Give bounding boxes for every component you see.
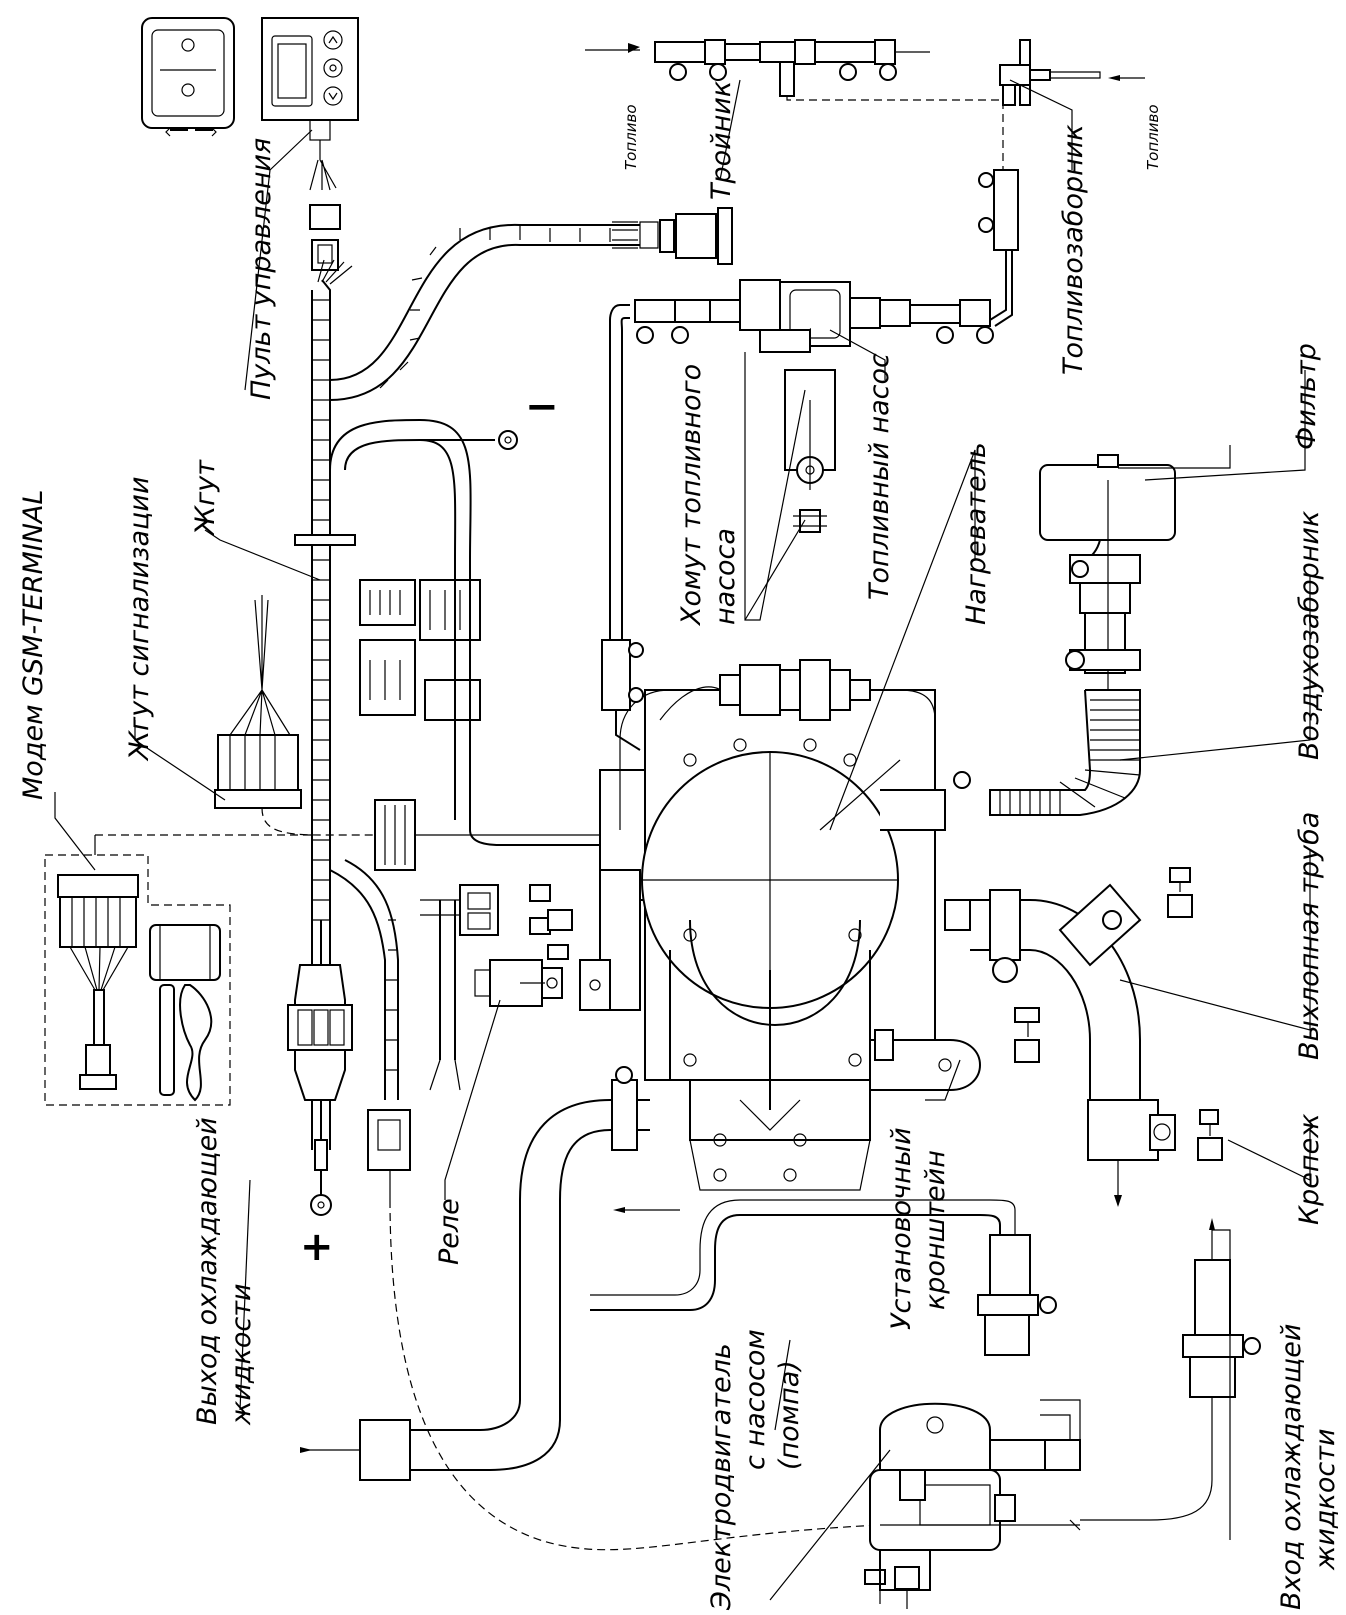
label-coolant-out-2: жидкости	[226, 1284, 257, 1427]
fuel-tee	[585, 39, 1004, 170]
label-fuel-pump: Топливный насос	[864, 353, 895, 600]
label-bracket-2: кронштейн	[920, 1150, 951, 1310]
leader-lines	[54, 79, 1311, 1601]
water-pump	[869, 1399, 1081, 1591]
alarm-harness-connector	[214, 595, 375, 836]
label-motor-1: Электродвигатель	[706, 1343, 737, 1611]
label-coolant-in-2: жидкости	[1310, 1429, 1341, 1572]
air-intake-hose	[989, 649, 1141, 816]
fuel-pump	[609, 279, 994, 650]
label-coolant-in-1: Вход охлаждающей	[1276, 1324, 1307, 1610]
coolant-outlet-pipe	[300, 1066, 650, 1481]
heater-body	[579, 686, 971, 1191]
fuel-intake	[978, 39, 1145, 327]
label-fuel-intake: Топливозаборник	[1058, 124, 1089, 375]
label-fuel-right: Топливо	[1144, 104, 1162, 170]
label-air-intake: Воздухозаборник	[1294, 510, 1325, 760]
label-fuel-left: Топливо	[622, 104, 640, 170]
control-panel-back-plate	[141, 17, 235, 137]
heater-connector	[619, 659, 936, 830]
label-control-panel: Пульт управления	[246, 138, 277, 400]
minus-terminal-cable	[329, 418, 518, 561]
relay	[420, 884, 563, 1091]
gsm-modem	[44, 834, 312, 1106]
harness-branch-pump	[329, 859, 881, 1551]
minus-sign: −	[525, 384, 559, 430]
harness-connectors	[359, 560, 600, 871]
label-motor-2: с насосом	[740, 1329, 771, 1470]
label-tee: Тройник	[706, 80, 737, 200]
label-harness: Жгут	[190, 459, 221, 537]
label-pump-clamp-1: Хомут топливного	[676, 364, 707, 627]
label-filter: Фильтр	[1291, 343, 1322, 450]
coolant-inlet-pipe	[1080, 1218, 1261, 1521]
harness-branch-top	[329, 207, 733, 401]
label-bracket-1: Установочный	[886, 1127, 917, 1330]
main-harness	[294, 259, 356, 1150]
mounting-bracket	[869, 1029, 981, 1091]
label-fastener: Крепеж	[1294, 1113, 1325, 1225]
coolant-return-pipe	[590, 1199, 1057, 1356]
fuel-line-clips	[601, 639, 644, 751]
label-exhaust-pipe: Выхлопная труба	[1294, 812, 1325, 1060]
label-motor-3: (помпа)	[774, 1360, 805, 1470]
plus-sign: +	[300, 1224, 334, 1270]
label-pump-clamp-2: насоса	[710, 528, 741, 625]
exhaust-pipe	[944, 883, 1176, 1207]
control-panel	[261, 17, 359, 271]
fuel-pump-clamp	[784, 369, 836, 533]
fasteners	[547, 867, 1223, 1609]
label-relay: Реле	[434, 1198, 465, 1265]
label-coolant-out-1: Выход охлаждающей	[192, 1117, 223, 1425]
label-heater: Нагреватель	[961, 442, 992, 625]
fuse-block	[287, 920, 353, 1216]
label-gsm-modem: Модем GSM-TERMINAL	[18, 490, 49, 800]
label-alarm-harness: Жгут сигнализации	[124, 476, 155, 762]
